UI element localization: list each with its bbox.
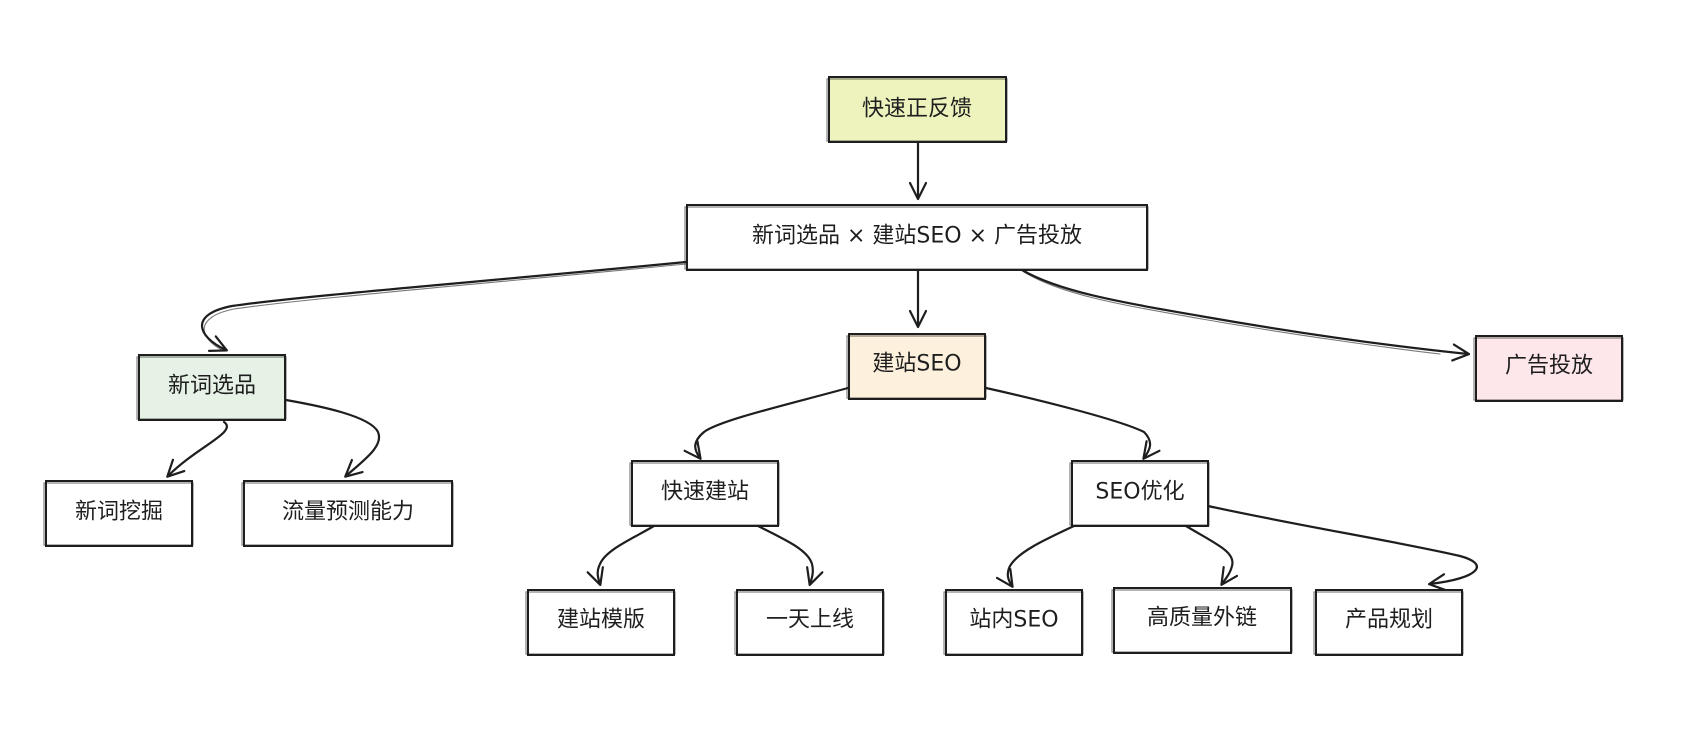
- node-ads: 广告投放: [1473, 335, 1624, 402]
- node-selection-box: [138, 354, 286, 421]
- node-mining: 新词挖掘: [43, 480, 194, 547]
- node-fastsite-label: 快速建站: [661, 480, 749, 505]
- node-seoopt: SEO优化: [1069, 460, 1210, 527]
- edge-selection-to-mining: [166, 420, 228, 478]
- edge-seo-to-fastsite: [683, 386, 850, 460]
- edge-seoopt-to-onsite: [995, 524, 1076, 588]
- node-fastsite: 快速建站: [629, 460, 780, 527]
- node-forecast-label: 流量预测能力: [282, 500, 414, 525]
- node-seoopt-label: SEO优化: [1095, 480, 1184, 505]
- node-seoopt-box: [1071, 460, 1209, 527]
- edge-combo-to-selection: [200, 260, 688, 352]
- edge-fastsite-to-oneday: [756, 524, 824, 587]
- node-combo-label: 新词选品 × 建站SEO × 广告投放: [752, 224, 1082, 249]
- node-mining-label: 新词挖掘: [75, 500, 163, 525]
- node-mining-box: [45, 480, 193, 547]
- node-fastsite-box: [631, 460, 779, 527]
- node-selection: 新词选品: [136, 354, 287, 421]
- node-onsite-label: 站内SEO: [969, 608, 1058, 633]
- node-seo: 建站SEO: [846, 333, 987, 400]
- node-forecast: 流量预测能力: [241, 480, 454, 547]
- node-oneday-label: 一天上线: [766, 608, 854, 633]
- node-template: 建站模版: [525, 589, 676, 656]
- node-backlinks-box: [1113, 587, 1292, 654]
- node-planning-label: 产品规划: [1345, 608, 1433, 633]
- node-oneday-box: [736, 589, 884, 656]
- node-combo-box: [686, 204, 1148, 271]
- node-template-box: [527, 589, 675, 656]
- node-selection-label: 新词选品: [168, 374, 256, 399]
- node-root: 快速正反馈: [826, 76, 1008, 143]
- node-onsite: 站内SEO: [943, 589, 1084, 656]
- node-forecast-box: [243, 480, 453, 547]
- node-seo-label: 建站SEO: [872, 352, 961, 377]
- node-seo-box: [848, 333, 986, 400]
- node-combo: 新词选品 × 建站SEO × 广告投放: [684, 204, 1149, 271]
- node-backlinks: 高质量外链: [1111, 587, 1293, 654]
- edge-fastsite-to-template: [586, 524, 656, 587]
- node-onsite-box: [945, 589, 1083, 656]
- edge-seoopt-to-backlinks: [1184, 524, 1239, 586]
- node-planning-box: [1315, 589, 1463, 656]
- edge-combo-to-ads: [1020, 268, 1471, 362]
- node-ads-box: [1475, 335, 1623, 402]
- node-template-label: 建站模版: [557, 608, 645, 633]
- node-ads-label: 广告投放: [1505, 354, 1593, 379]
- edge-selection-to-forecast: [284, 398, 381, 478]
- node-planning: 产品规划: [1313, 589, 1464, 656]
- edge-seoopt-to-planning: [1206, 504, 1478, 592]
- node-root-label: 快速正反馈: [862, 97, 972, 122]
- edge-seo-to-seoopt: [984, 386, 1161, 460]
- node-root-box: [828, 76, 1007, 143]
- node-backlinks-label: 高质量外链: [1147, 606, 1257, 631]
- node-oneday: 一天上线: [734, 589, 885, 656]
